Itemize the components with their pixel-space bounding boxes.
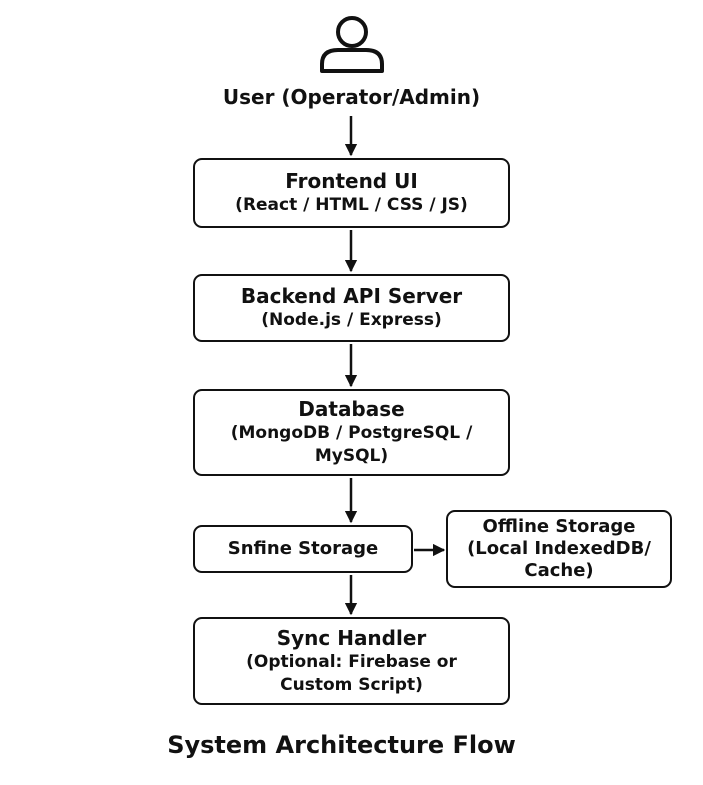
offline-subtitle-line2: Cache) <box>524 560 594 581</box>
backend-api-box: Backend API Server (Node.js / Express) <box>193 274 510 342</box>
database-title: Database <box>298 397 405 421</box>
database-subtitle-line1: (MongoDB / PostgreSQL / <box>230 423 473 443</box>
user-icon <box>320 16 384 73</box>
sync-subtitle-line2: Custom Script) <box>280 674 423 695</box>
snfine-storage-box: Snfine Storage <box>193 525 413 573</box>
snfine-title: Snfine Storage <box>227 538 379 559</box>
frontend-subtitle: (React / HTML / CSS / JS) <box>235 195 468 215</box>
offline-title: Offline Storage <box>482 516 636 537</box>
frontend-title: Frontend UI <box>285 169 418 193</box>
backend-title: Backend API Server <box>240 284 463 308</box>
database-box: Database (MongoDB / PostgreSQL / MySQL) <box>193 389 510 476</box>
diagram-caption: System Architecture Flow <box>167 731 516 759</box>
frontend-ui-box: Frontend UI (React / HTML / CSS / JS) <box>193 158 510 228</box>
sync-title: Sync Handler <box>276 625 427 650</box>
sync-handler-box: Sync Handler (Optional: Firebase or Cust… <box>193 617 510 705</box>
database-subtitle-line2: MySQL) <box>314 446 389 466</box>
user-label: User (Operator/Admin) <box>222 85 481 109</box>
backend-subtitle: (Node.js / Express) <box>261 310 442 330</box>
offline-subtitle-line1: (Local IndexedDB/ <box>467 538 651 559</box>
sync-subtitle-line1: (Optional: Firebase or <box>246 651 457 672</box>
offline-storage-box: Offline Storage (Local IndexedDB/ Cache) <box>446 510 672 588</box>
